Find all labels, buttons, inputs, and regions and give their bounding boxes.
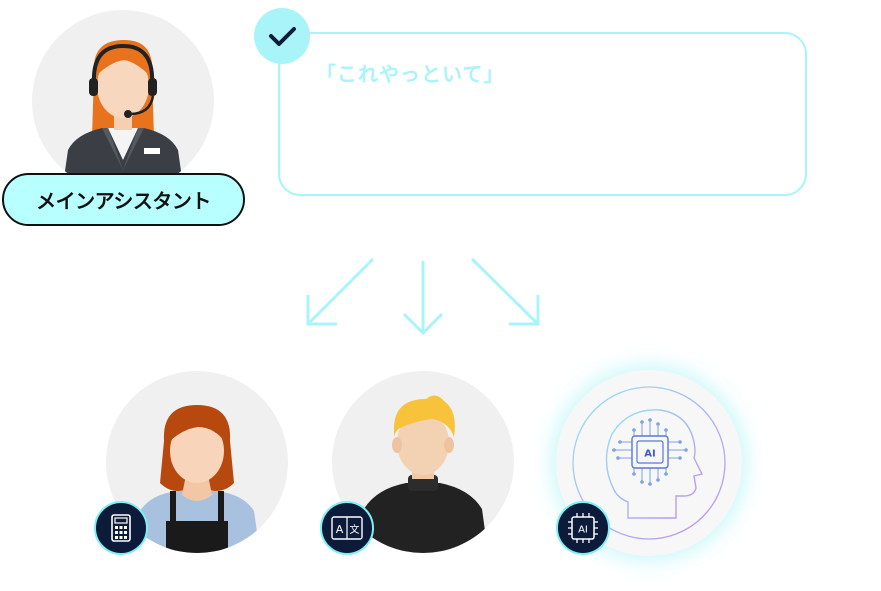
translate-icon-latin: A — [336, 523, 344, 536]
calculator-icon — [94, 501, 148, 555]
speech-bubble — [278, 32, 807, 196]
ai-chip-icon: AI — [556, 501, 610, 555]
operator-illustration — [62, 40, 184, 192]
female-clerk-illustration — [134, 405, 260, 553]
translate-icon-kanji: 文 — [350, 523, 360, 536]
main-assistant-avatar — [32, 10, 214, 192]
speech-bubble-text: 「これやっといて」 — [316, 62, 505, 86]
sub-assistant-translator-avatar — [332, 371, 514, 553]
check-icon — [254, 8, 310, 64]
main-assistant-label: メインアシスタント — [2, 173, 245, 226]
male-translator-illustration — [358, 395, 488, 553]
arrow-down — [402, 261, 444, 336]
ai-head-icon: AI — [572, 386, 726, 540]
ai-head-chip-label: AI — [644, 449, 655, 460]
ai-badge-chip-label: AI — [578, 525, 588, 536]
translate-icon: A 文 — [320, 501, 374, 555]
arrow-left — [306, 257, 375, 326]
delegation-arrows — [306, 257, 540, 336]
arrow-right — [470, 257, 540, 326]
